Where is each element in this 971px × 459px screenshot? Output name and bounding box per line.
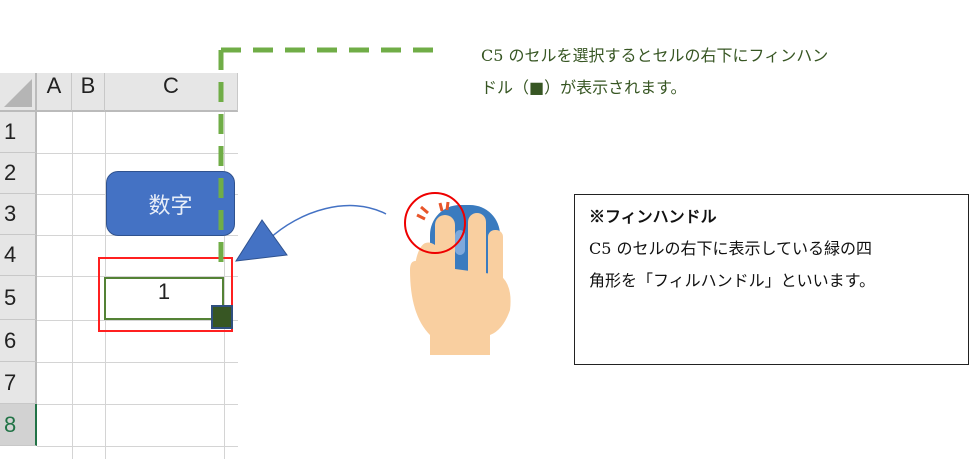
cell-c5[interactable]: 1 [104, 277, 224, 320]
caption-line-2: ドル（■）が表示されます。 [481, 78, 687, 97]
row-header-2[interactable]: 2 [0, 153, 37, 194]
fill-handle[interactable] [211, 305, 233, 329]
spreadsheet-grid: A B C 1 2 3 4 5 6 7 8 [0, 73, 238, 459]
arrow-head-icon [235, 219, 288, 262]
caption-line-1: C5 のセルを選択するとセルの右下にフィンハン [481, 46, 829, 65]
explanation-box: ※フィンハンドル C5 のセルの右下に表示している緑の四 角形を「フィルハンドル… [574, 194, 969, 365]
mouse-click-hand-icon [404, 192, 511, 355]
box-line-2: 角形を「フィルハンドル」といいます。 [589, 271, 876, 290]
row-header-5[interactable]: 5 [0, 276, 37, 320]
select-all-button[interactable] [0, 73, 37, 112]
row-header-8[interactable]: 8 [0, 404, 37, 446]
column-header-a[interactable]: A [37, 73, 72, 112]
row-header-1[interactable]: 1 [0, 112, 37, 153]
box-title: ※フィンハンドル [589, 207, 717, 226]
row-header-3[interactable]: 3 [0, 194, 37, 235]
row-header-6[interactable]: 6 [0, 320, 37, 362]
column-header-c[interactable]: C [105, 73, 238, 112]
number-shape: 数字 [106, 171, 235, 236]
row-header-4[interactable]: 4 [0, 235, 37, 276]
column-header-b[interactable]: B [72, 73, 105, 112]
row-header-7[interactable]: 7 [0, 362, 37, 404]
highlight-frame [98, 257, 233, 332]
box-line-1: C5 のセルの右下に表示している緑の四 [589, 239, 873, 258]
caption: C5 のセルを選択するとセルの右下にフィンハン ドル（■）が表示されます。 [481, 40, 828, 104]
